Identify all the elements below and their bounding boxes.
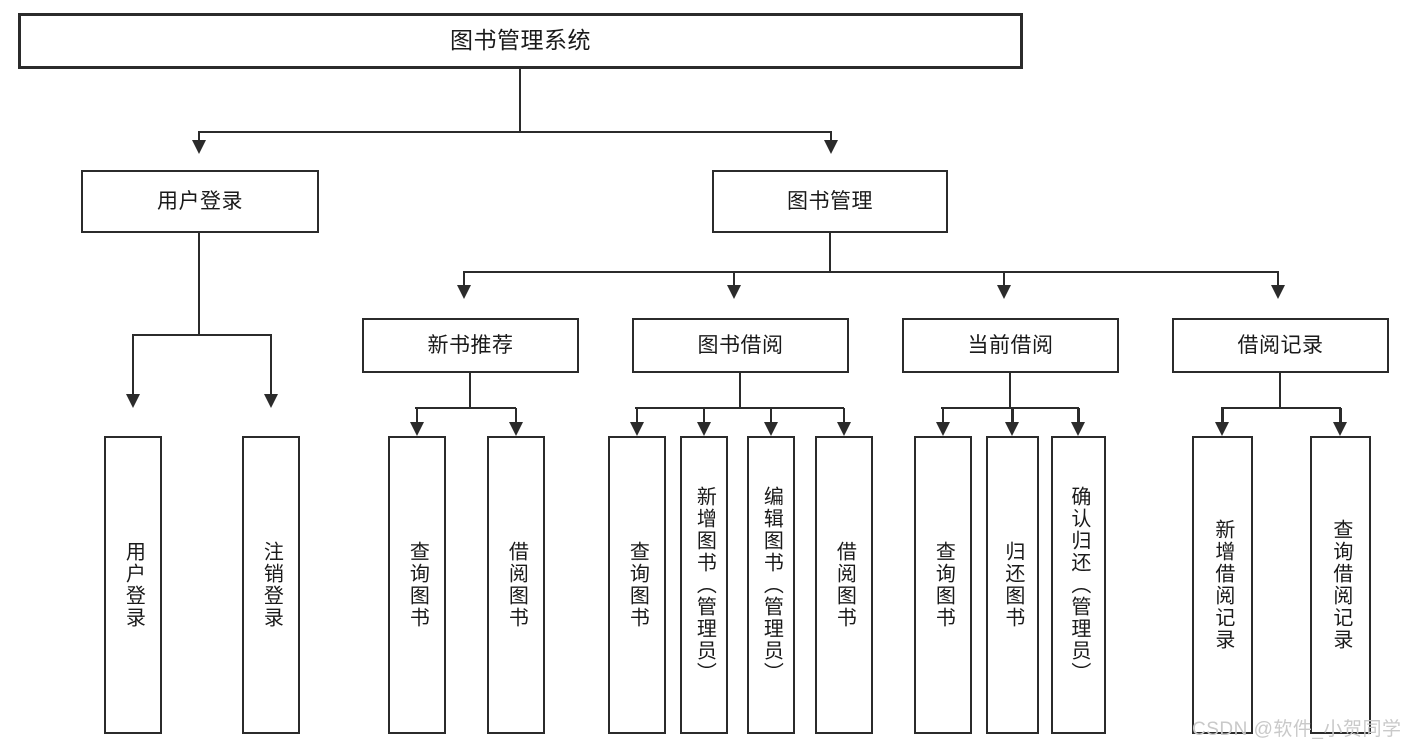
leaf-confirm-return-label: 确认归还（管理员） xyxy=(1067,486,1090,684)
connector-line-vertical xyxy=(828,233,832,272)
node-book-management-label: 图书管理 xyxy=(787,189,873,213)
connector-arrowhead xyxy=(629,422,644,436)
connector-line-vertical xyxy=(514,408,518,425)
leaf-query-book-3-label: 查询图书 xyxy=(932,541,955,629)
node-new-book-recommend[interactable]: 新书推荐 xyxy=(362,318,579,373)
connector-arrowhead xyxy=(125,394,140,408)
connector-line-vertical xyxy=(702,408,706,425)
connector-line-vertical xyxy=(732,272,736,288)
connector-line-vertical xyxy=(829,132,833,143)
leaf-user-login[interactable]: 用户登录 xyxy=(104,436,162,734)
leaf-add-borrow-record-label: 新增借阅记录 xyxy=(1211,519,1234,651)
leaf-query-book-2[interactable]: 查询图书 xyxy=(608,436,666,734)
node-user-login[interactable]: 用户登录 xyxy=(81,170,319,233)
node-root-label: 图书管理系统 xyxy=(450,27,591,54)
connector-line-vertical xyxy=(635,408,639,425)
node-borrow-record-label: 借阅记录 xyxy=(1237,333,1324,357)
watermark: CSDN @软件_小贺同学 xyxy=(1192,719,1402,740)
node-book-management[interactable]: 图书管理 xyxy=(712,170,948,233)
leaf-return-book[interactable]: 归还图书 xyxy=(986,436,1039,734)
connector-arrowhead xyxy=(409,422,424,436)
leaf-query-borrow-record-label: 查询借阅记录 xyxy=(1329,519,1352,651)
connector-line-vertical xyxy=(1276,272,1280,288)
leaf-query-book-1[interactable]: 查询图书 xyxy=(388,436,446,734)
node-borrow-record[interactable]: 借阅记录 xyxy=(1172,318,1389,373)
leaf-add-book[interactable]: 新增图书（管理员） xyxy=(680,436,728,734)
connector-arrowhead xyxy=(456,285,471,299)
connector-arrowhead xyxy=(1005,422,1019,436)
connector-arrowhead xyxy=(726,285,741,299)
connector-line-vertical xyxy=(738,373,742,408)
connector-line-horizontal xyxy=(414,406,517,410)
connector-arrowhead xyxy=(763,422,778,436)
connector-line-vertical xyxy=(1339,408,1342,425)
connector-line-vertical xyxy=(131,335,135,397)
leaf-user-login-label: 用户登录 xyxy=(122,541,145,629)
connector-line-vertical xyxy=(1002,272,1006,288)
connector-line-vertical xyxy=(1011,408,1014,425)
connector-line-vertical xyxy=(518,69,522,132)
node-user-login-label: 用户登录 xyxy=(157,189,243,213)
connector-arrowhead xyxy=(823,140,838,154)
connector-line-vertical xyxy=(1221,408,1224,425)
connector-line-vertical xyxy=(269,335,273,397)
connector-arrowhead xyxy=(996,285,1011,299)
leaf-borrow-book-2[interactable]: 借阅图书 xyxy=(815,436,873,734)
node-current-borrow[interactable]: 当前借阅 xyxy=(902,318,1119,373)
leaf-logout-login-label: 注销登录 xyxy=(260,541,283,629)
connector-line-vertical xyxy=(415,408,419,425)
leaf-borrow-book-2-label: 借阅图书 xyxy=(833,541,856,629)
connector-line-vertical xyxy=(462,272,466,288)
node-book-borrow[interactable]: 图书借阅 xyxy=(632,318,849,373)
connector-line-horizontal xyxy=(1220,406,1342,410)
connector-arrowhead xyxy=(508,422,523,436)
leaf-borrow-book-1-label: 借阅图书 xyxy=(505,541,528,629)
leaf-logout-login[interactable]: 注销登录 xyxy=(242,436,300,734)
leaf-edit-book-label: 编辑图书（管理员） xyxy=(760,486,783,684)
connector-arrowhead xyxy=(696,422,711,436)
leaf-query-book-1-label: 查询图书 xyxy=(406,541,429,629)
connector-line-horizontal xyxy=(634,406,845,410)
connector-arrowhead xyxy=(191,140,206,154)
node-root[interactable]: 图书管理系统 xyxy=(18,13,1023,69)
connector-line-vertical xyxy=(197,233,201,335)
connector-arrowhead xyxy=(263,394,278,408)
node-new-book-recommend-label: 新书推荐 xyxy=(427,333,514,357)
leaf-query-book-3[interactable]: 查询图书 xyxy=(914,436,972,734)
leaf-query-borrow-record[interactable]: 查询借阅记录 xyxy=(1310,436,1371,734)
connector-line-horizontal xyxy=(940,406,1080,410)
leaf-edit-book[interactable]: 编辑图书（管理员） xyxy=(747,436,795,734)
leaf-borrow-book-1[interactable]: 借阅图书 xyxy=(487,436,545,734)
leaf-add-book-label: 新增图书（管理员） xyxy=(693,486,716,684)
connector-arrowhead xyxy=(1333,422,1347,436)
node-book-borrow-label: 图书借阅 xyxy=(697,333,784,357)
connector-arrowhead xyxy=(1071,422,1085,436)
connector-line-horizontal xyxy=(131,333,273,337)
connector-line-vertical xyxy=(941,408,945,425)
leaf-confirm-return[interactable]: 确认归还（管理员） xyxy=(1051,436,1106,734)
connector-line-horizontal xyxy=(462,270,1280,274)
connector-arrowhead xyxy=(935,422,950,436)
connector-arrowhead xyxy=(836,422,851,436)
connector-line-vertical xyxy=(1077,408,1080,425)
connector-arrowhead xyxy=(1215,422,1229,436)
connector-line-vertical xyxy=(197,132,201,143)
leaf-query-book-2-label: 查询图书 xyxy=(626,541,649,629)
connector-line-vertical xyxy=(468,373,472,408)
node-current-borrow-label: 当前借阅 xyxy=(967,333,1054,357)
connector-line-horizontal xyxy=(197,130,833,134)
connector-line-vertical xyxy=(769,408,773,425)
leaf-return-book-label: 归还图书 xyxy=(1001,541,1024,629)
connector-line-vertical xyxy=(842,408,846,425)
connector-line-vertical xyxy=(1278,373,1282,408)
leaf-add-borrow-record[interactable]: 新增借阅记录 xyxy=(1192,436,1253,734)
connector-arrowhead xyxy=(1270,285,1285,299)
connector-line-vertical xyxy=(1008,373,1012,408)
